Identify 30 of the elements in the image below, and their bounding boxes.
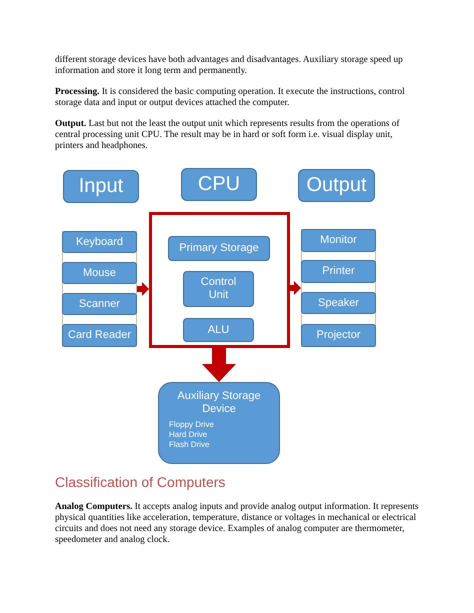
device-box: Card Reader bbox=[62, 324, 137, 347]
device-box: Monitor bbox=[301, 229, 376, 252]
device-column bbox=[62, 231, 137, 347]
drive-list-item: Floppy Drive bbox=[169, 420, 214, 430]
device-box: Speaker bbox=[301, 292, 376, 314]
device-box: Mouse bbox=[62, 262, 137, 284]
cpu-unit-box: Control Unit bbox=[183, 271, 254, 307]
device-box: Keyboard bbox=[62, 231, 137, 253]
device-box: Projector bbox=[301, 324, 376, 347]
body-paragraph: Processing. It is considered the basic computing operation. It execute the instructions, control storage data and input or output devices attached the computer. bbox=[55, 87, 406, 109]
arrow bbox=[137, 282, 149, 296]
cpu-unit-box: ALU bbox=[183, 318, 254, 342]
body-paragraph: different storage devices have both advantages and disadvantages. Auxiliary storage speed up information and store it long term and permanently. bbox=[55, 55, 404, 77]
cpu-frame bbox=[149, 212, 290, 348]
device-box: Scanner bbox=[62, 293, 137, 315]
device-column bbox=[301, 229, 376, 347]
body-paragraph: Output. Last but not the least the output unit which represents results from the operations of central processing unit CPU. The result may be in hard or soft form i.e. visual display unit, printers and headphones. bbox=[55, 119, 400, 152]
body-paragraph: Analog Computers. It accepts analog inputs and provide analog output information. It represents physical quantities like acceleration, temperature, distance or voltages in mechanical or electrical circuits and does not need any storage device. Examples of analog computer are thermometer, speedometer and analog clock. bbox=[55, 502, 420, 546]
header-box: Output bbox=[298, 169, 375, 202]
device-box: Printer bbox=[301, 260, 376, 283]
section-heading: Classification of Computers bbox=[55, 474, 226, 491]
drive-list-item: Hard Drive bbox=[169, 430, 208, 440]
arrow bbox=[290, 281, 301, 295]
storage-box bbox=[158, 382, 280, 464]
header-box: CPU bbox=[181, 168, 257, 201]
storage-title: Auxiliary Storage Device bbox=[176, 390, 262, 416]
arrow bbox=[202, 348, 236, 382]
drive-list-item: Flash Drive bbox=[169, 440, 210, 450]
header-box: Input bbox=[63, 170, 139, 203]
cpu-unit-box: Primary Storage bbox=[168, 236, 270, 261]
